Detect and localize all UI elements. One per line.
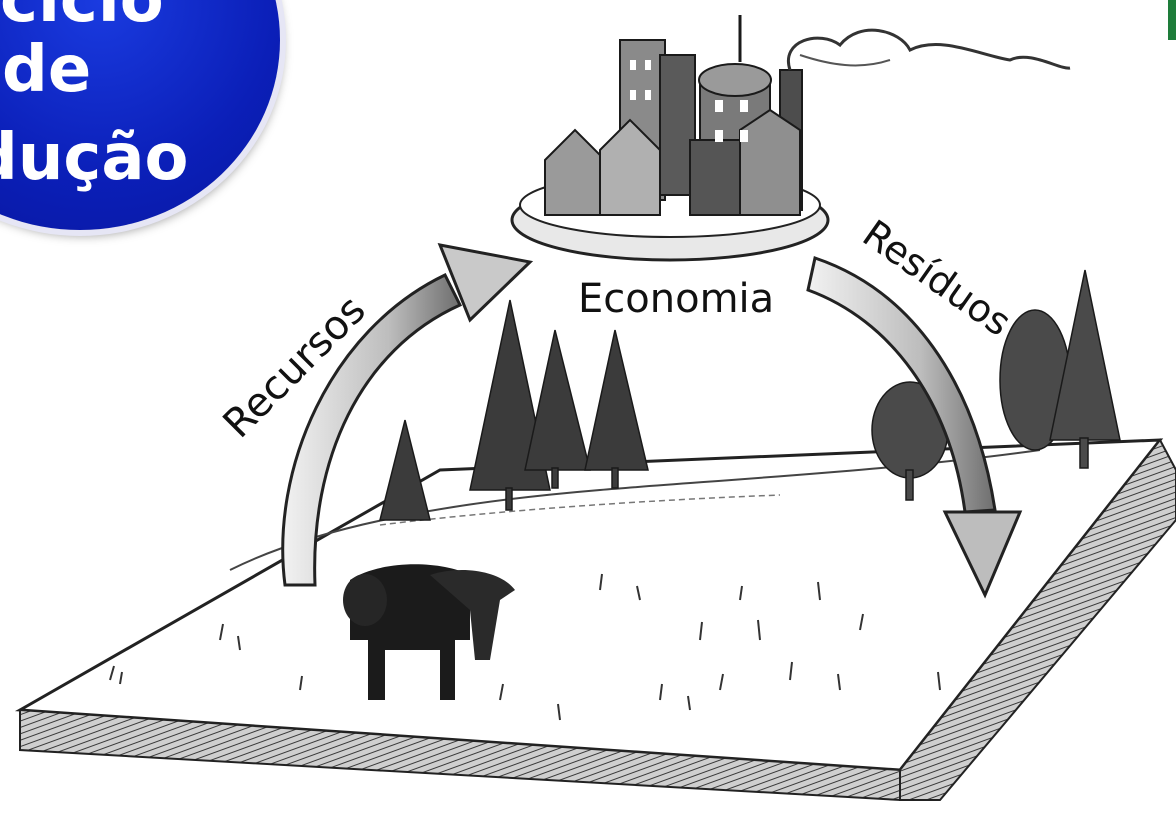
badge-line-1: ciclo xyxy=(0,0,164,37)
ground-slab xyxy=(14,438,1176,802)
badge-line-3: dução xyxy=(0,121,189,195)
cows-illustration xyxy=(343,564,515,700)
badge-line-2: de xyxy=(2,33,92,107)
corner-accent xyxy=(1168,0,1176,40)
right-trees xyxy=(871,269,1121,501)
waste-arrow xyxy=(806,256,1023,599)
left-trees xyxy=(379,299,649,521)
resources-arrow xyxy=(281,243,534,587)
economy-city xyxy=(510,15,1071,262)
economy-label: Economia xyxy=(578,276,774,322)
